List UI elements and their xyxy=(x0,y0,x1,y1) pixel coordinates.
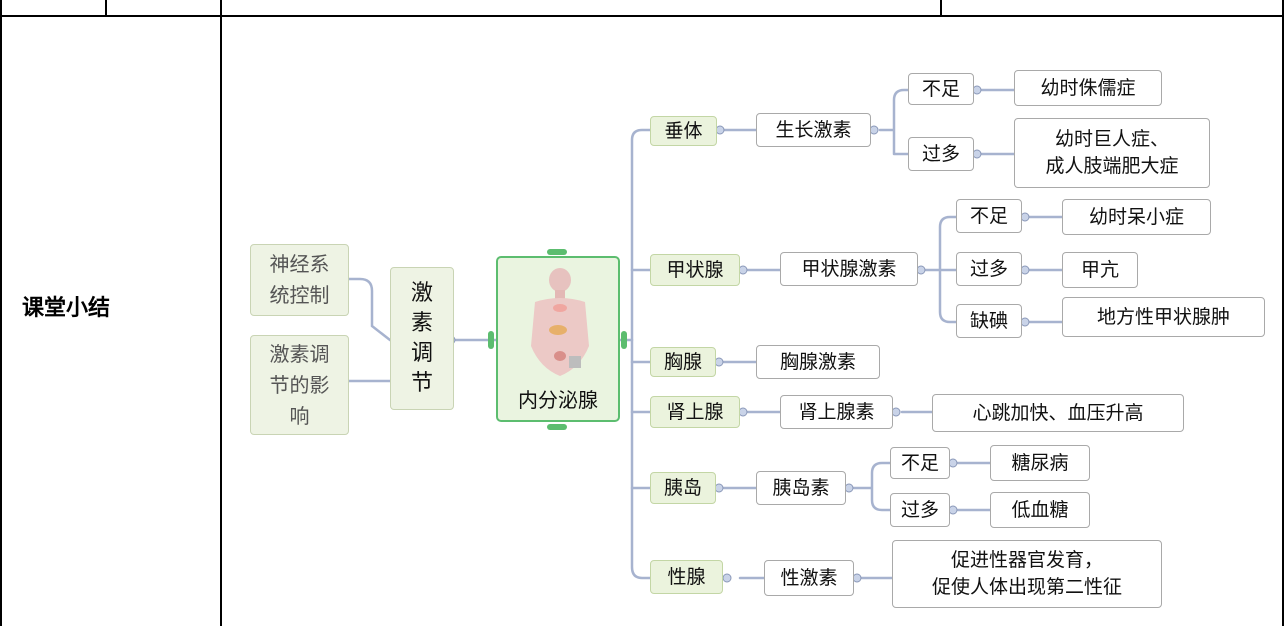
gland-gonad[interactable]: 性腺 xyxy=(650,560,723,594)
result-secondary-sex[interactable]: 促进性器官发育， 促使人体出现第二性征 xyxy=(892,540,1162,608)
result-gigantism[interactable]: 幼时巨人症、 成人肢端肥大症 xyxy=(1014,118,1210,188)
trunk-vertical xyxy=(630,128,652,580)
node-hormone-influence[interactable]: 激素调 节的影 响 xyxy=(250,335,349,435)
result-cretinism[interactable]: 幼时呆小症 xyxy=(1062,199,1211,235)
connector-nerve xyxy=(347,277,392,342)
gland-islet[interactable]: 胰岛 xyxy=(650,472,716,504)
gland-adrenal[interactable]: 肾上腺 xyxy=(650,396,740,428)
result-hypoglycemia[interactable]: 低血糖 xyxy=(990,492,1090,528)
top-row-divider-2 xyxy=(940,0,942,16)
cond-thyroid-deficient[interactable]: 不足 xyxy=(956,199,1022,233)
table-left-border xyxy=(0,0,2,626)
gland-thymus[interactable]: 胸腺 xyxy=(650,347,716,377)
result-heart-bp[interactable]: 心跳加快、血压升高 xyxy=(932,394,1184,432)
center-label: 内分泌腺 xyxy=(518,388,598,412)
result-goiter[interactable]: 地方性甲状腺肿 xyxy=(1062,297,1265,337)
hormone-adrenaline[interactable]: 肾上腺素 xyxy=(780,395,893,429)
hormone-growth[interactable]: 生长激素 xyxy=(756,113,871,147)
hormone-insulin[interactable]: 胰岛素 xyxy=(756,471,846,505)
hormone-thymus[interactable]: 胸腺激素 xyxy=(756,345,880,379)
cond-pituitary-deficient[interactable]: 不足 xyxy=(908,73,974,105)
cond-islet-deficient[interactable]: 不足 xyxy=(890,447,950,479)
result-dwarfism[interactable]: 幼时侏儒症 xyxy=(1014,70,1162,106)
hormone-sex[interactable]: 性激素 xyxy=(764,560,854,596)
gland-thyroid[interactable]: 甲状腺 xyxy=(650,254,740,286)
cond-pituitary-excess[interactable]: 过多 xyxy=(908,137,974,171)
cond-islet-excess[interactable]: 过多 xyxy=(890,493,950,527)
top-row-divider-1 xyxy=(105,0,107,16)
node-hormone-regulation[interactable]: 激 素 调 节 xyxy=(390,267,454,410)
cond-thyroid-excess[interactable]: 过多 xyxy=(956,252,1022,286)
result-hyperthyroid[interactable]: 甲亢 xyxy=(1062,252,1138,288)
body-illustration xyxy=(531,268,589,376)
table-column-divider xyxy=(220,0,222,626)
node-nerve-control[interactable]: 神经系 统控制 xyxy=(250,244,349,316)
result-diabetes[interactable]: 糖尿病 xyxy=(990,445,1090,481)
cond-iodine-deficiency[interactable]: 缺碘 xyxy=(956,304,1022,338)
section-label: 课堂小结 xyxy=(22,296,111,321)
table-right-border xyxy=(1282,0,1284,626)
table-row-divider xyxy=(0,15,1284,17)
hormone-thyroid[interactable]: 甲状腺激素 xyxy=(780,252,918,286)
gland-pituitary[interactable]: 垂体 xyxy=(650,116,717,146)
